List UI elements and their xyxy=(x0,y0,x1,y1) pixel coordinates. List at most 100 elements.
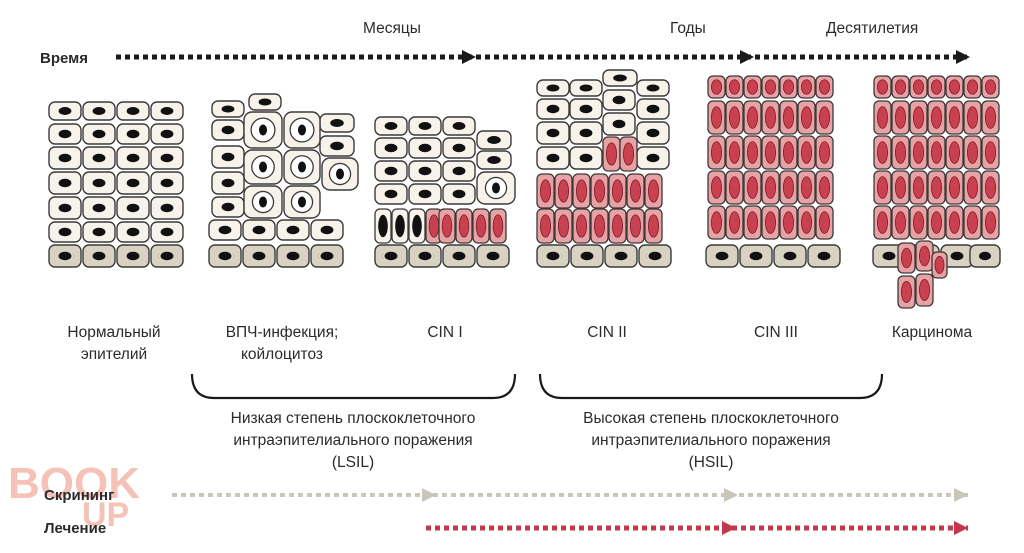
cell-nucleus xyxy=(160,203,174,213)
treatment-label: Лечение xyxy=(44,520,107,537)
stage-label-carcinoma-line1: Карцинома xyxy=(891,324,973,341)
epithelium-cin1 xyxy=(374,116,516,268)
cell-nucleus xyxy=(950,251,964,261)
arrow-head xyxy=(422,488,436,502)
dysplastic-cell xyxy=(945,75,964,99)
group-label-hsil-line2: интраэпителиального поражения xyxy=(591,432,831,449)
squamous-cell xyxy=(208,219,242,241)
dysplastic-cell xyxy=(797,170,816,205)
cell-nucleus xyxy=(475,214,487,238)
cell-nucleus xyxy=(546,251,560,261)
dysplastic-cell xyxy=(626,208,645,244)
cell-nucleus xyxy=(801,79,813,95)
cell-nucleus xyxy=(92,178,106,188)
squamous-cell xyxy=(536,79,570,97)
dysplastic-cell xyxy=(572,208,591,244)
dysplastic-cell xyxy=(438,208,456,244)
cell-nucleus xyxy=(320,251,334,261)
squamous-cell xyxy=(150,123,184,145)
cell-nucleus xyxy=(452,143,466,153)
cell-nucleus xyxy=(540,214,552,238)
dysplastic-cell xyxy=(891,205,910,240)
cell-nucleus xyxy=(895,79,907,95)
squamous-cell xyxy=(636,121,670,145)
cell-nucleus xyxy=(783,211,795,234)
dysplastic-cell xyxy=(779,135,798,170)
cell-nucleus xyxy=(783,141,795,164)
cell-nucleus xyxy=(783,176,795,199)
basal-cell xyxy=(476,244,510,268)
squamous-cell xyxy=(602,89,636,111)
cell-nucleus xyxy=(487,156,501,164)
cell-nucleus xyxy=(418,122,432,130)
cell-nucleus xyxy=(286,225,300,235)
dysplastic-cell xyxy=(815,170,834,205)
squamous-cell xyxy=(569,121,603,145)
dysplastic-cell xyxy=(927,100,946,135)
basal-cell xyxy=(208,244,242,268)
arrow-head xyxy=(462,50,476,64)
cell-nucleus xyxy=(395,214,405,238)
dysplastic-cell xyxy=(761,205,780,240)
time-marker-decades: Десятилетия xyxy=(826,20,919,37)
cell-nucleus xyxy=(418,189,432,199)
squamous-cell xyxy=(116,123,150,145)
dysplastic-cell xyxy=(873,75,892,99)
dysplastic-cell xyxy=(915,273,934,307)
squamous-cell xyxy=(569,146,603,170)
cell-nucleus xyxy=(819,176,831,199)
cell-nucleus xyxy=(160,129,174,139)
squamous-cell xyxy=(319,135,355,157)
dysplastic-cell xyxy=(797,100,816,135)
cell-nucleus xyxy=(913,211,925,234)
cell-nucleus xyxy=(817,251,831,261)
dysplastic-cell xyxy=(909,205,928,240)
dysplastic-cell xyxy=(743,100,762,135)
squamous-cell xyxy=(150,221,184,243)
dysplastic-cell xyxy=(707,100,726,135)
squamous-cell xyxy=(211,171,245,195)
cell-nucleus xyxy=(92,107,106,115)
cell-nucleus xyxy=(783,106,795,129)
cell-nucleus xyxy=(378,214,388,238)
squamous-cell xyxy=(82,123,116,145)
squamous-cell xyxy=(374,137,408,159)
cell-nucleus xyxy=(58,251,72,261)
cell-nucleus xyxy=(801,211,813,234)
dysplastic-cell xyxy=(981,205,1000,240)
dysplastic-cell xyxy=(761,75,780,99)
dysplastic-cell xyxy=(927,135,946,170)
cell-nucleus xyxy=(729,141,741,164)
squamous-cell xyxy=(150,196,184,220)
cell-nucleus xyxy=(336,168,344,180)
squamous-cell xyxy=(48,171,82,195)
cell-nucleus xyxy=(913,141,925,164)
squamous-cell xyxy=(48,196,82,220)
cell-nucleus xyxy=(487,136,501,144)
cell-nucleus xyxy=(985,141,997,164)
cell-nucleus xyxy=(286,251,300,261)
cell-nucleus xyxy=(92,251,106,261)
cell-nucleus xyxy=(819,211,831,234)
basal-cell xyxy=(807,244,841,268)
basal-cell xyxy=(408,244,442,268)
cell-nucleus xyxy=(765,176,777,199)
squamous-cell xyxy=(569,98,603,120)
basal-cell xyxy=(638,244,672,268)
cell-nucleus xyxy=(612,95,626,105)
dysplastic-cell xyxy=(963,100,982,135)
cell-nucleus xyxy=(895,141,907,164)
dysplastic-cell xyxy=(963,205,982,240)
dysplastic-cell xyxy=(927,170,946,205)
dysplastic-cell xyxy=(743,170,762,205)
dysplastic-cell xyxy=(891,170,910,205)
arrow-head xyxy=(954,488,968,502)
cell-nucleus xyxy=(648,251,662,261)
cell-nucleus xyxy=(298,161,306,173)
cell-nucleus xyxy=(540,179,552,203)
squamous-cell xyxy=(310,219,344,241)
cell-nucleus xyxy=(729,211,741,234)
dysplastic-cell xyxy=(945,100,964,135)
cell-nucleus xyxy=(711,211,723,234)
